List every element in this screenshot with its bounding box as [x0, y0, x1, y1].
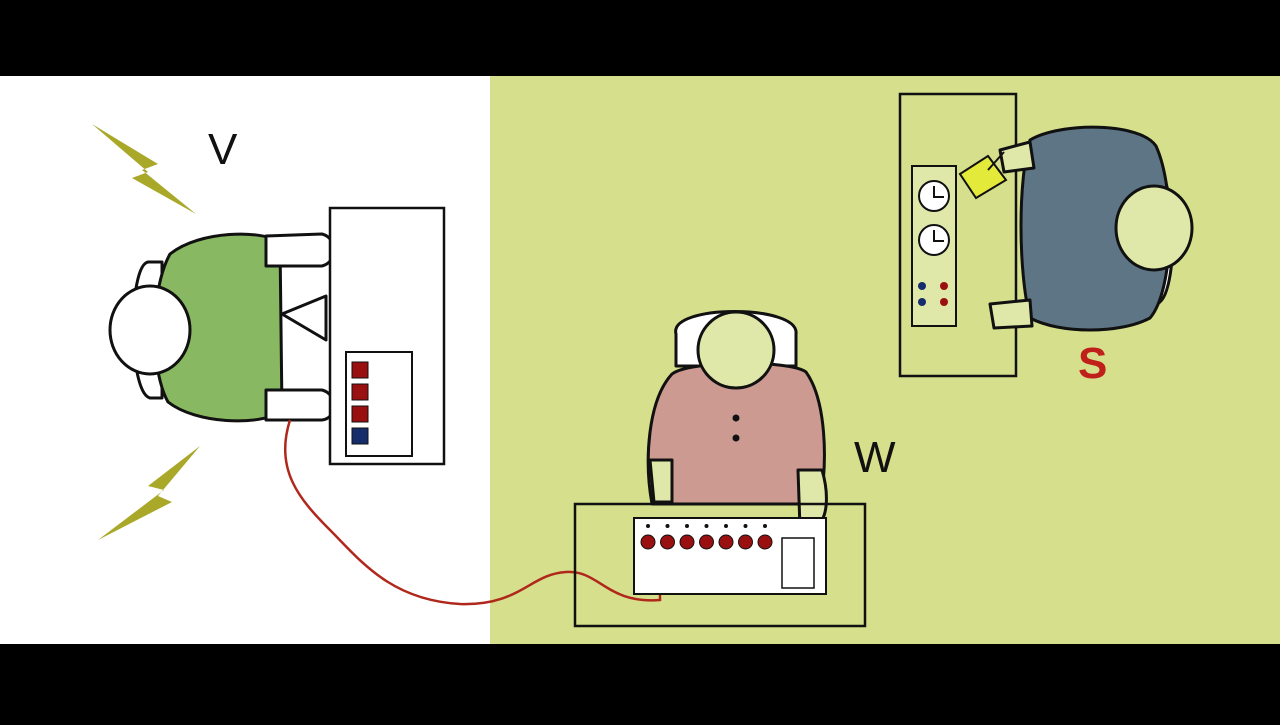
- shock-switch: [757, 534, 773, 550]
- switch-indicator: [763, 524, 767, 528]
- teacher-table: [573, 502, 867, 628]
- shock-switch: [718, 534, 734, 550]
- teacher-button: [732, 414, 740, 422]
- answer-button: [351, 405, 369, 423]
- shock-switches: [640, 524, 773, 550]
- experimenter-right-hand: [988, 298, 1034, 330]
- lightning-icon: [98, 446, 200, 540]
- answer-box: [345, 351, 413, 457]
- learner-figure: [108, 232, 336, 423]
- switch-indicator: [743, 524, 748, 528]
- experimenter-label: S: [1078, 339, 1108, 388]
- learner-left-arm: [264, 232, 336, 268]
- learner-head: [108, 284, 192, 376]
- learner-lap: [280, 294, 328, 342]
- teacher-label: W: [854, 433, 896, 482]
- answer-button: [351, 361, 369, 379]
- switch-indicator: [724, 524, 728, 528]
- dial-icon: [918, 180, 950, 212]
- answer-button: [351, 427, 369, 445]
- experimenter-table: [898, 92, 1018, 378]
- experimenter-head: [1114, 184, 1194, 272]
- answer-buttons: [351, 361, 369, 445]
- panel-button: [940, 298, 948, 306]
- learner-right-arm: [264, 388, 336, 422]
- teacher-left-hand: [648, 458, 674, 504]
- teacher-head: [696, 310, 776, 390]
- panel-button: [940, 282, 948, 290]
- shock-switch: [679, 534, 695, 550]
- switch-indicator: [665, 524, 670, 528]
- switch-indicator: [646, 524, 650, 528]
- teacher-figure: [646, 310, 828, 530]
- electrode-wire: [284, 419, 662, 606]
- panel-button: [918, 282, 926, 290]
- teacher-button: [732, 434, 740, 442]
- shock-switch: [640, 534, 656, 550]
- experimenter-figure: [988, 125, 1194, 332]
- experimenter-shirt: [1019, 125, 1172, 332]
- control-panel: [911, 165, 957, 327]
- panel-button: [918, 298, 926, 306]
- switch-indicator: [704, 524, 709, 528]
- shock-switch: [738, 534, 753, 550]
- dial-icon: [918, 224, 950, 256]
- switch-indicator: [685, 524, 689, 528]
- generator-panel: [781, 537, 815, 589]
- shock-switch: [699, 534, 714, 550]
- experimenter-left-hand: [998, 140, 1036, 174]
- learner-label: V: [208, 125, 238, 174]
- clipboard-icon: [958, 151, 1008, 200]
- answer-button: [351, 383, 369, 401]
- shock-generator: [633, 517, 827, 595]
- shock-switch: [660, 534, 675, 550]
